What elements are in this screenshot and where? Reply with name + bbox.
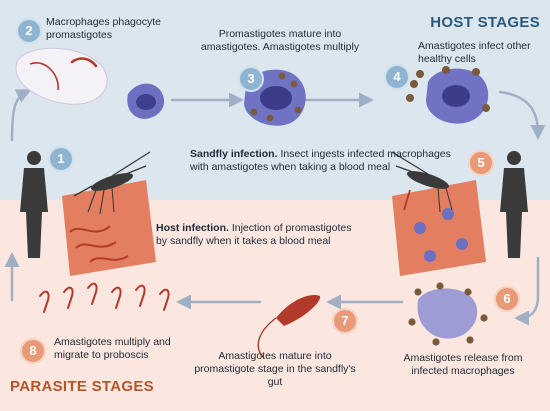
host-infection-body: Injection of promastigotes by sandfly wh… (156, 222, 352, 247)
step-badge-2: 2 (16, 18, 42, 44)
step-badge-5: 5 (468, 150, 494, 176)
promastigote-illustration (257, 294, 321, 359)
host-infection-bold: Host infection. (156, 222, 229, 234)
parasite-stages-title: PARASITE STAGES (10, 378, 154, 395)
step-6-text: Amastigotes release from infected macrop… (403, 352, 523, 377)
step-badge-4: 4 (384, 64, 410, 90)
skin-patch-right (392, 180, 486, 276)
arrow-5-to-6 (514, 256, 540, 326)
macrophage-engulfing-illustration (15, 47, 165, 119)
released-amastigotes-illustration (408, 282, 488, 346)
step-8-text: Amastigotes multiply and migrate to prob… (54, 336, 171, 361)
sandfly-right (391, 151, 453, 213)
multiplying-promastigotes-illustration (39, 282, 170, 313)
step-4-text: Amastigotes infect other healthy cells (418, 40, 531, 65)
step-badge-6: 6 (494, 286, 520, 312)
step-7-text: Amastigotes mature into promastigote sta… (194, 350, 356, 388)
step-5-text: Sandfly infection. Insect ingests infect… (190, 148, 458, 174)
step-badge-7: 7 (332, 308, 358, 334)
step-badge-1: 1 (48, 146, 74, 172)
cell-infection-illustration (406, 66, 490, 124)
host-stages-title: HOST STAGES (430, 14, 540, 31)
sandfly-left (73, 151, 151, 215)
step-3-text: Promastigotes mature into amastigotes. A… (200, 28, 360, 53)
step-5-bold: Sandfly infection. (190, 148, 278, 160)
arrow-1-to-2 (10, 89, 32, 142)
step-2-text: Macrophages phagocyte promastigotes (46, 16, 161, 41)
step-5-body: Insect ingests infected macrophages with… (190, 148, 451, 173)
arrow-4-to-5 (498, 90, 546, 140)
step-badge-3: 3 (238, 66, 264, 92)
human-silhouette-left (20, 151, 48, 258)
host-infection-text: Host infection. Injection of promastigot… (156, 222, 356, 248)
human-silhouette-right (500, 151, 528, 258)
step-badge-8: 8 (20, 338, 46, 364)
skin-patch-left (62, 180, 156, 276)
